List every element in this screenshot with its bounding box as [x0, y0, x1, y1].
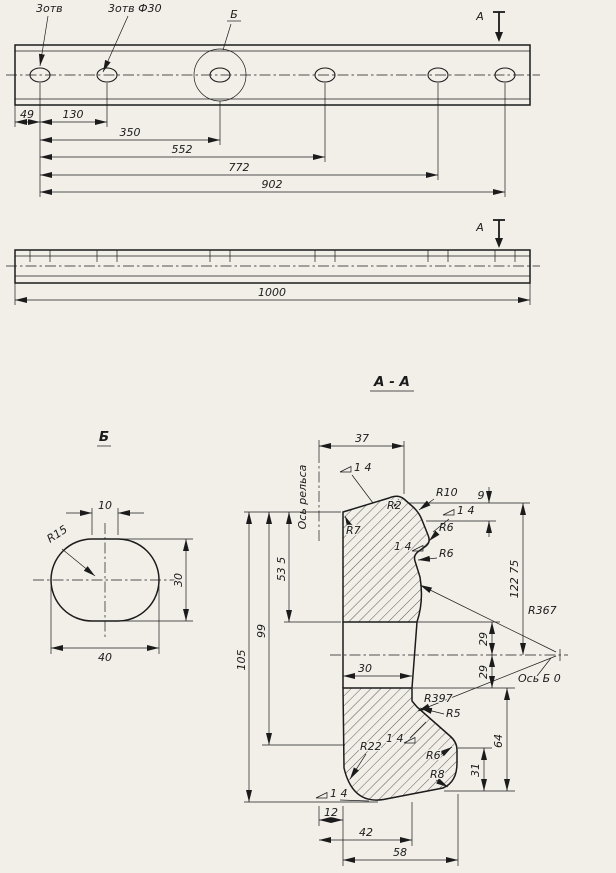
radius-r2: R2	[387, 499, 402, 512]
slope-mark-notch: 1 4	[393, 539, 424, 554]
dim-12: 12	[324, 806, 338, 819]
leader-holes-round	[102, 15, 129, 73]
dim-350: 350	[120, 126, 141, 139]
radius-r6-foot: R6	[426, 749, 441, 762]
radius-r6-mid: R6	[439, 547, 454, 560]
dim-49: 49	[20, 108, 34, 121]
section-title: А - А	[373, 374, 410, 390]
dim-53-5: 53 5	[275, 557, 288, 582]
detail-callout-label: Б	[230, 8, 238, 21]
dim-40: 40	[98, 651, 112, 664]
svg-text:1 4: 1 4	[386, 732, 404, 745]
section-letter: А	[475, 10, 484, 23]
holes-oval-label: 3отв	[36, 2, 63, 15]
dim-64: 64	[492, 734, 505, 748]
radius-r5: R5	[446, 707, 461, 720]
radius-r7: R7	[346, 524, 361, 537]
leader-holes-oval	[38, 15, 49, 67]
dim-30-web: 30	[358, 662, 372, 675]
section-aa: А - А Ось рельса Ось Б 0 37 53 5 99 105 …	[234, 373, 568, 866]
slope-mark-bottom: 1 4	[315, 786, 370, 802]
dim-31: 31	[469, 763, 482, 777]
dim-105: 105	[235, 650, 248, 671]
dim-9: 9	[478, 489, 485, 502]
section-mark-side: А	[474, 219, 505, 248]
dim-122-75: 122 75	[508, 560, 521, 599]
radius-r367: R367	[528, 604, 557, 617]
dim-10: 10	[98, 499, 112, 512]
profile-lower	[342, 687, 458, 801]
radius-r8: R8	[430, 768, 445, 781]
slope-mark-top-right: 1 4	[432, 503, 476, 533]
dim-37: 37	[355, 432, 369, 445]
section-mark-top: А	[474, 9, 505, 42]
top-view: 3отв 3отв Ф30 Б А 49 130	[6, 1, 540, 197]
radius-r6-top: R6	[439, 521, 454, 534]
svg-text:1 4: 1 4	[330, 787, 348, 800]
bolt-axis-label: Ось Б 0	[518, 672, 561, 685]
dim-99: 99	[255, 624, 268, 638]
svg-text:1 4: 1 4	[354, 461, 372, 474]
dim-1000: 1000	[258, 286, 286, 299]
holes-round-label: 3отв Ф30	[108, 2, 162, 15]
svg-text:1 4: 1 4	[394, 540, 412, 553]
section-letter: А	[475, 221, 484, 234]
detail-title: Б	[99, 429, 109, 445]
dim-902: 902	[262, 178, 283, 191]
dim-552: 552	[172, 143, 193, 156]
top-view-dimensions: 49 130 350 552 772 902	[14, 83, 506, 197]
dim-29-lower: 29	[477, 665, 490, 679]
dim-772: 772	[229, 161, 250, 174]
dim-42: 42	[359, 826, 373, 839]
dim-30: 30	[172, 573, 185, 587]
svg-text:1 4: 1 4	[457, 504, 475, 517]
slope-mark-foot: 1 4	[385, 721, 427, 746]
slope-mark-top-left: 1 4	[339, 460, 374, 504]
dim-58: 58	[393, 846, 407, 859]
side-view: А 1000	[6, 219, 540, 305]
hole-edge-ticks	[29, 250, 516, 262]
radius-r397: R397	[424, 692, 453, 705]
radius-r22: R22	[360, 740, 382, 753]
dim-29-upper: 29	[477, 632, 490, 646]
dim-130: 130	[63, 108, 84, 121]
radius-r10: R10	[436, 486, 458, 499]
rail-axis-label: Ось рельса	[296, 464, 309, 529]
